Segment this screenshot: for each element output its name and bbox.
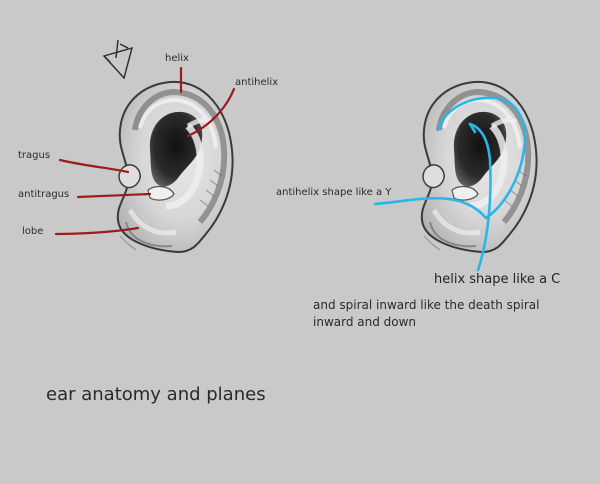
label-lobe: lobe bbox=[22, 226, 44, 237]
note-helix-shape: helix shape like a C bbox=[434, 272, 561, 287]
note-antihelix-shape: antihelix shape like a Y bbox=[276, 187, 392, 198]
spiral-lines bbox=[373, 96, 527, 272]
pointer-antihelix bbox=[186, 87, 236, 138]
label-helix: helix bbox=[165, 53, 189, 64]
pointer-tragus bbox=[58, 158, 130, 174]
pointer-antitragus bbox=[76, 192, 152, 199]
pointer-lines bbox=[54, 66, 236, 236]
antihelix-y-line bbox=[373, 196, 488, 220]
pointer-lobe bbox=[54, 226, 140, 236]
label-antihelix: antihelix bbox=[235, 77, 279, 88]
note-spiral-line2: inward and down bbox=[313, 315, 417, 329]
helix-c-curve bbox=[436, 96, 527, 220]
label-antitragus: antitragus bbox=[18, 189, 70, 200]
label-tragus: tragus bbox=[18, 150, 51, 161]
left-ear-illustration bbox=[118, 82, 233, 252]
note-spiral-line1: and spiral inward like the death spiral bbox=[313, 298, 540, 312]
page-title: ear anatomy and planes bbox=[46, 384, 266, 405]
inward-spiral-line bbox=[468, 122, 492, 272]
plane-sketch-icon bbox=[102, 39, 133, 80]
